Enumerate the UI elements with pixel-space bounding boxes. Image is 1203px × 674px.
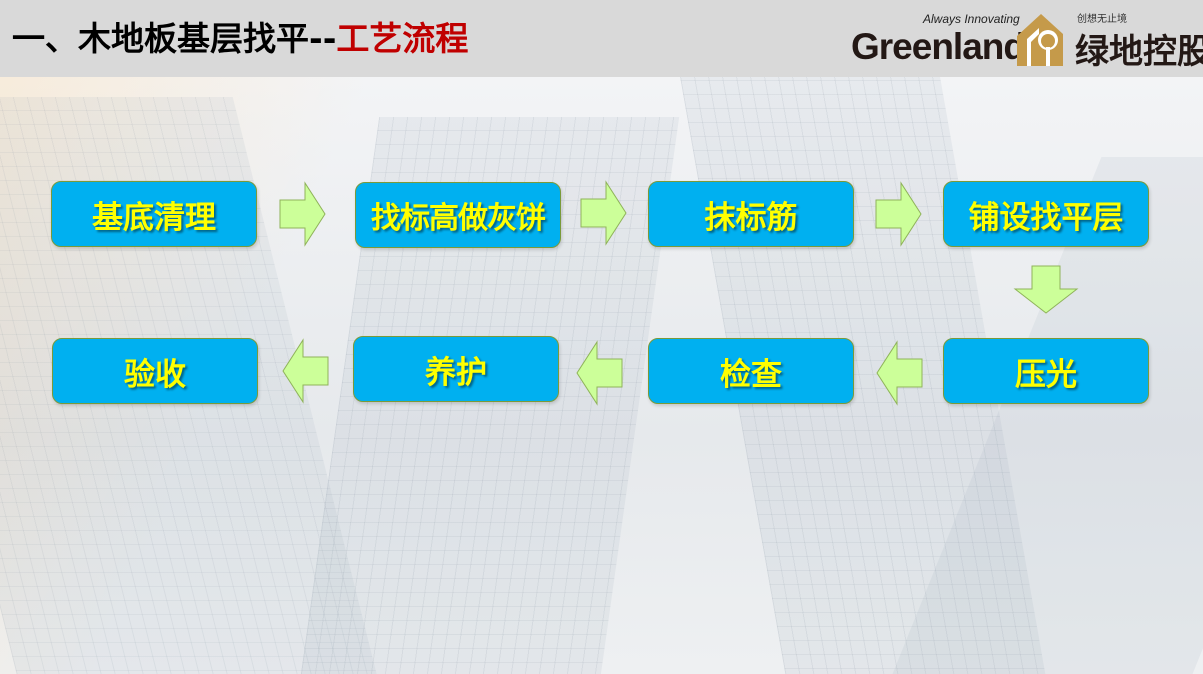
step-acceptance: 验收 [52, 338, 258, 404]
step-label: 检查 [720, 356, 782, 393]
step-label: 验收 [124, 356, 186, 393]
step-inspection: 检查 [648, 338, 854, 404]
logo-wordmark: Greenland [851, 26, 1026, 67]
slide-title: 一、木地板基层找平--工艺流程 [12, 12, 468, 60]
logo-company-name: 绿地控股 [1075, 32, 1203, 72]
step-label: 铺设找平层 [968, 199, 1124, 236]
step-lay-leveling-layer: 铺设找平层 [943, 181, 1149, 247]
title-accent: 工艺流程 [336, 19, 469, 58]
slide-header: 一、木地板基层找平--工艺流程 Always Innovating Greenl… [0, 0, 1203, 77]
step-screed-strips: 抹标筋 [648, 181, 854, 247]
step-elevation-marking: 找标高做灰饼 [355, 182, 561, 248]
logo-slogan: 创想无止境 [1077, 14, 1127, 25]
arrow-left-icon [282, 338, 329, 404]
arrow-right-icon [279, 181, 326, 247]
house-tree-logo-icon [1017, 14, 1063, 66]
step-label: 找标高做灰饼 [371, 201, 546, 236]
arrow-right-icon [875, 181, 922, 247]
step-label: 基底清理 [92, 199, 216, 236]
greenland-logo: Always Innovating Greenland 创想无止境 绿地控股 [845, 8, 1203, 72]
step-curing: 养护 [353, 336, 559, 402]
arrow-left-icon [576, 340, 623, 406]
step-label: 养护 [425, 354, 487, 391]
title-prefix: 一、木地板基层找平-- [12, 19, 337, 58]
logo-tagline: Always Innovating [923, 12, 1020, 26]
step-press-polish: 压光 [943, 338, 1149, 404]
step-label: 压光 [1015, 356, 1077, 393]
step-base-cleaning: 基底清理 [51, 181, 257, 247]
arrow-right-icon [580, 180, 627, 246]
arrow-left-icon [876, 340, 923, 406]
arrow-down-icon [1013, 265, 1079, 314]
step-label: 抹标筋 [704, 199, 798, 236]
